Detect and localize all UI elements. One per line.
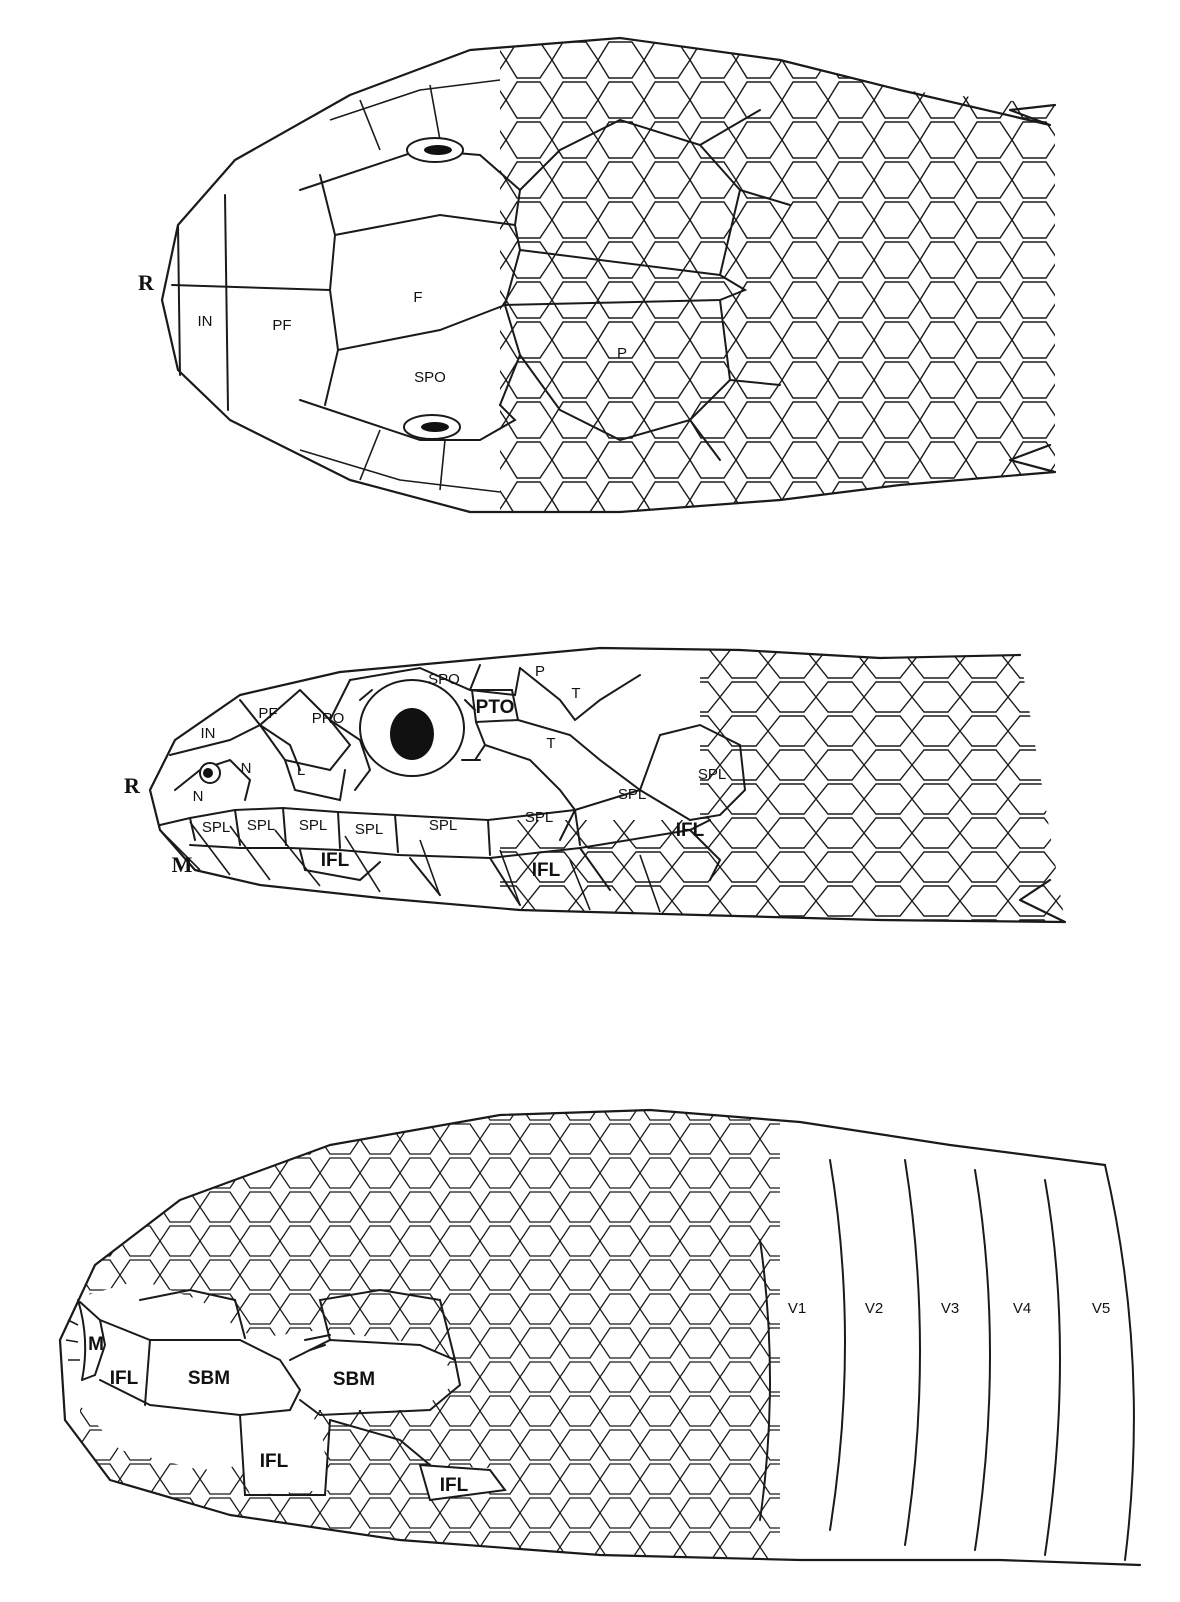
lateral-label-nasal-lower: N bbox=[193, 788, 204, 805]
lateral-label-supralabial-2: SPL bbox=[247, 817, 275, 834]
lateral-label-loreal: L bbox=[297, 762, 305, 779]
lateral-label-nasal-upper: N bbox=[241, 760, 252, 777]
ventral-label-v1: V1 bbox=[788, 1300, 806, 1317]
ventral-label-submandibular-2: SBM bbox=[333, 1369, 375, 1390]
lateral-label-supralabial-3: SPL bbox=[299, 817, 327, 834]
dorsal-body-scales bbox=[170, 40, 1080, 520]
lateral-label-mental: M bbox=[172, 852, 193, 877]
ventral-view: M IFL SBM SBM IFL IFL V1 V2 V3 V4 V5 bbox=[60, 1110, 1160, 1570]
lateral-label-supralabial-1: SPL bbox=[202, 819, 230, 836]
lateral-view: R M IN PF PRO SPO PTO P T T N N L SPL SP… bbox=[124, 640, 1080, 930]
ventral-label-v4: V4 bbox=[1013, 1300, 1031, 1317]
ventral-label-v3: V3 bbox=[941, 1300, 959, 1317]
lateral-label-preocular: PRO bbox=[312, 710, 345, 727]
lateral-label-supralabial-8: SPL bbox=[698, 766, 726, 783]
lateral-label-prefrontal: PF bbox=[258, 705, 277, 722]
ventral-label-infralabial-front: IFL bbox=[110, 1368, 139, 1389]
dorsal-label-internasal: IN bbox=[198, 313, 213, 330]
lateral-label-supralabial-4: SPL bbox=[355, 821, 383, 838]
lateral-eye bbox=[390, 708, 434, 760]
lateral-label-supralabial-6: SPL bbox=[525, 809, 553, 826]
lateral-label-supralabial-5: SPL bbox=[429, 817, 457, 834]
lateral-label-supralabial-7: SPL bbox=[618, 786, 646, 803]
lateral-label-temporal-lower: T bbox=[546, 735, 555, 752]
ventral-label-mental: M bbox=[88, 1334, 104, 1355]
lateral-label-infralabial-3: IFL bbox=[676, 820, 705, 841]
ventral-label-infralabial-rear: IFL bbox=[440, 1475, 469, 1496]
dorsal-label-parietal: P bbox=[617, 345, 627, 362]
ventral-label-infralabial-mid: IFL bbox=[260, 1451, 289, 1472]
lateral-label-rostral: R bbox=[124, 773, 141, 798]
dorsal-label-supraocular: SPO bbox=[414, 369, 446, 386]
dorsal-label-frontal: F bbox=[413, 289, 422, 306]
lateral-label-infralabial-1: IFL bbox=[321, 850, 350, 871]
ventral-label-v5: V5 bbox=[1092, 1300, 1110, 1317]
dorsal-label-rostral: R bbox=[138, 270, 155, 295]
lateral-label-parietal: P bbox=[535, 663, 545, 680]
ventral-label-submandibular-1: SBM bbox=[188, 1368, 230, 1389]
dorsal-label-prefrontal: PF bbox=[272, 317, 291, 334]
dorsal-view: R IN PF F SPO P bbox=[138, 38, 1080, 520]
lateral-label-infralabial-2: IFL bbox=[532, 860, 561, 881]
lateral-label-supraocular: SPO bbox=[428, 671, 460, 688]
lateral-label-temporal-upper: T bbox=[571, 685, 580, 702]
lateral-label-postocular: PTO bbox=[476, 697, 515, 718]
ventral-label-v2: V2 bbox=[865, 1300, 883, 1317]
lateral-label-internasal: IN bbox=[201, 725, 216, 742]
